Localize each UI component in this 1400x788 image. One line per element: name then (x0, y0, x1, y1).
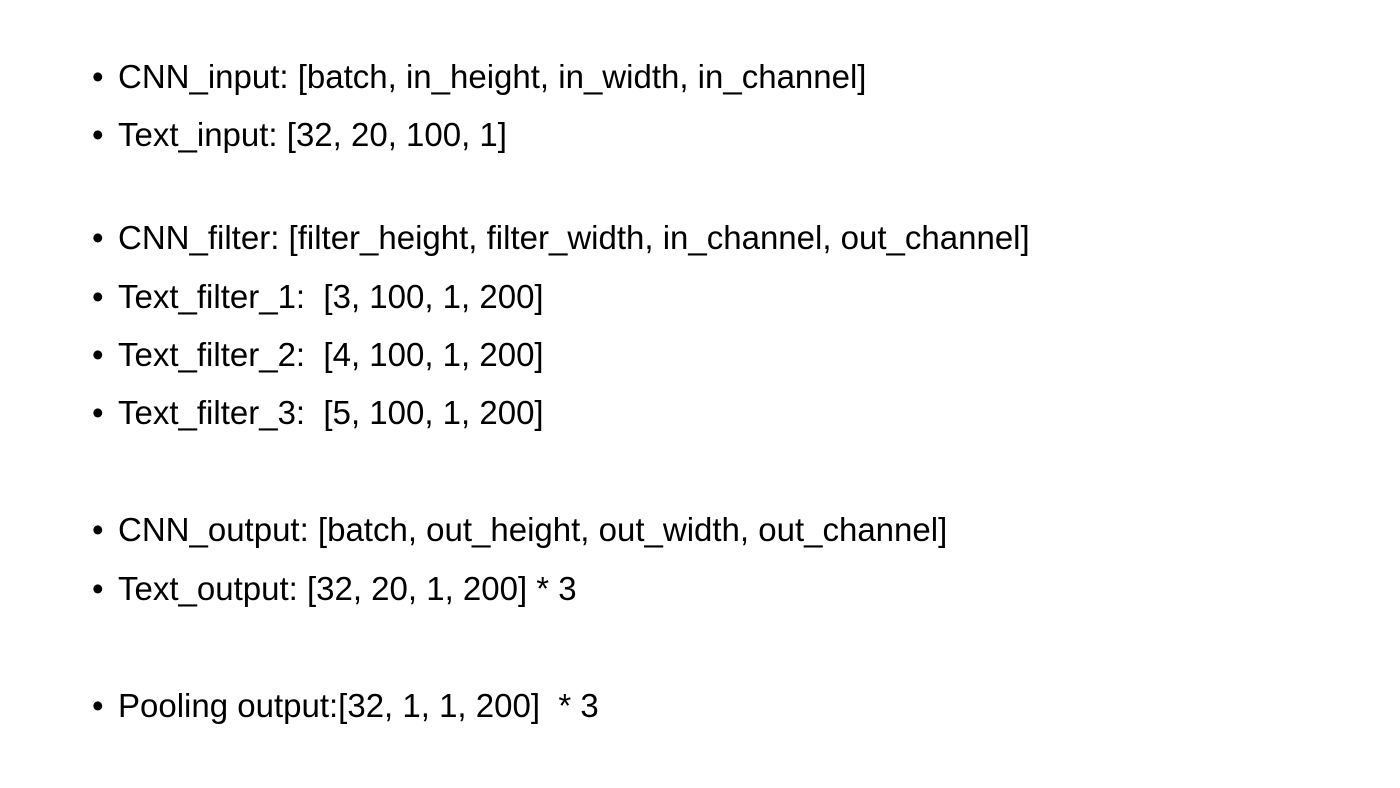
bullet: • (92, 116, 104, 153)
bullet: • (92, 219, 104, 256)
list-item-text: CNN_input: [batch, in_height, in_width, … (118, 58, 867, 95)
list-item-text: CNN_filter: [filter_height, filter_width… (118, 219, 1030, 256)
list-item-text-filter-1: • Text_filter_1: [3, 100, 1, 200] (92, 275, 544, 319)
list-item-text-input: • Text_input: [32, 20, 100, 1] (92, 113, 507, 157)
list-item-cnn-filter: • CNN_filter: [filter_height, filter_wid… (92, 216, 1030, 260)
list-item-text: Pooling output:[32, 1, 1, 200] * 3 (118, 687, 599, 724)
list-item-cnn-input: • CNN_input: [batch, in_height, in_width… (92, 55, 866, 99)
list-item-text: Text_output: [32, 20, 1, 200] * 3 (118, 570, 577, 607)
list-item-text: Text_filter_1: [3, 100, 1, 200] (118, 278, 544, 315)
list-item-text-filter-2: • Text_filter_2: [4, 100, 1, 200] (92, 333, 544, 377)
bullet: • (92, 278, 104, 315)
list-item-pooling-output: • Pooling output:[32, 1, 1, 200] * 3 (92, 684, 599, 728)
list-item-text-filter-3: • Text_filter_3: [5, 100, 1, 200] (92, 391, 544, 435)
list-item-cnn-output: • CNN_output: [batch, out_height, out_wi… (92, 508, 947, 552)
bullet: • (92, 336, 104, 373)
list-item-text: CNN_output: [batch, out_height, out_widt… (118, 511, 948, 548)
list-item-text: Text_input: [32, 20, 100, 1] (118, 116, 507, 153)
list-item-text: Text_filter_2: [4, 100, 1, 200] (118, 336, 544, 373)
bullet: • (92, 511, 104, 548)
bullet: • (92, 570, 104, 607)
bullet: • (92, 58, 104, 95)
list-item-text-output: • Text_output: [32, 20, 1, 200] * 3 (92, 567, 577, 611)
bullet: • (92, 687, 104, 724)
bullet: • (92, 394, 104, 431)
list-item-text: Text_filter_3: [5, 100, 1, 200] (118, 394, 544, 431)
